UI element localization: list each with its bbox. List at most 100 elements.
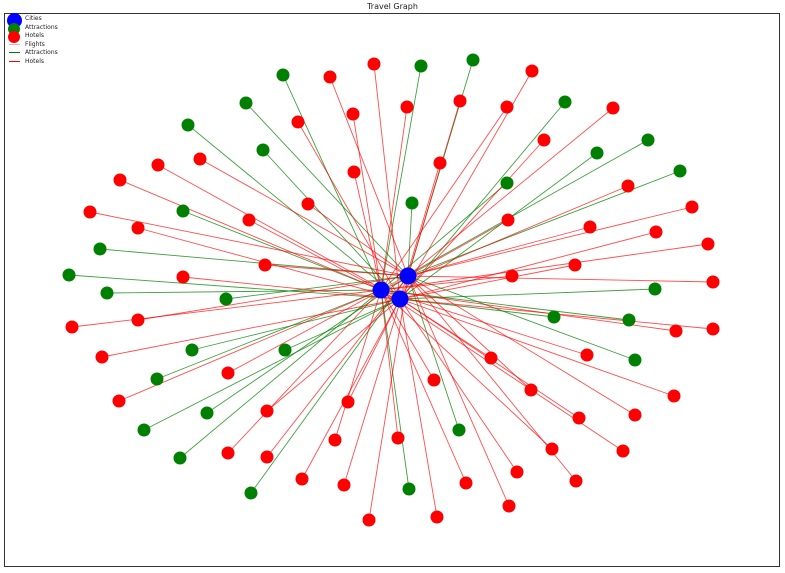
- hotel-edge: [343, 275, 409, 486]
- hotel-edge: [407, 275, 636, 416]
- city-node: [391, 290, 409, 308]
- hotel-node: [701, 237, 715, 251]
- hotel-node: [706, 322, 720, 336]
- hotel-node: [131, 221, 145, 235]
- hotel-node: [669, 324, 683, 338]
- hotel-node: [258, 258, 272, 272]
- attraction-edge: [143, 298, 401, 431]
- hotel-edge: [380, 289, 624, 452]
- hotel-node: [260, 450, 274, 464]
- hotel-edge: [264, 264, 409, 277]
- hotel-node: [176, 270, 190, 284]
- hotel-node: [510, 465, 524, 479]
- hotel-edge: [399, 298, 518, 473]
- city-node: [372, 281, 390, 299]
- attraction-edge: [380, 139, 649, 291]
- hotel-marker-icon: [8, 31, 20, 44]
- hotel-node: [685, 200, 699, 214]
- attraction-node: [558, 95, 572, 109]
- hotel-node: [537, 133, 551, 147]
- hotel-edge: [347, 298, 401, 403]
- hotel-edge: [407, 107, 614, 277]
- hotel-node: [346, 107, 360, 121]
- hotel-edge: [407, 275, 510, 507]
- attraction-edge: [380, 289, 410, 490]
- hotel-node: [502, 499, 516, 513]
- attraction-node: [641, 133, 655, 147]
- attraction-edge: [191, 298, 401, 351]
- hotel-edge: [329, 76, 409, 277]
- hotel-node: [572, 411, 586, 425]
- city-label: Ci: [397, 274, 403, 281]
- attraction-node: [100, 286, 114, 300]
- hotel-node: [347, 165, 361, 179]
- hotel-edge: [89, 211, 409, 277]
- hotel-node: [628, 408, 642, 422]
- hotel-edge: [353, 171, 382, 291]
- attraction-node: [278, 343, 292, 357]
- chart-title: Travel Graph: [367, 2, 418, 11]
- attraction-edge: [250, 275, 409, 494]
- attraction-node: [466, 53, 480, 67]
- legend-label-hotels: Hotels: [25, 32, 45, 40]
- hotel-edge: [399, 298, 492, 359]
- legend-label-attractions: Attractions: [25, 23, 58, 31]
- hotel-node: [391, 431, 405, 445]
- hotel-node: [459, 476, 473, 490]
- hotel-edge: [157, 164, 401, 300]
- hotel-edge: [334, 289, 382, 441]
- hotel-edge: [266, 298, 401, 412]
- legend-label-hotel-edges: Hotels: [25, 57, 45, 65]
- hotel-node: [83, 205, 97, 219]
- hotel-node: [193, 152, 207, 166]
- edge-layer: [68, 59, 714, 521]
- hotel-node: [606, 101, 620, 115]
- flight-edge-line-icon: [9, 43, 20, 45]
- attraction-edge: [399, 152, 598, 300]
- hotel-edge: [399, 298, 438, 518]
- hotel-edge: [137, 275, 409, 321]
- attraction-node: [239, 96, 253, 110]
- hotel-node: [341, 395, 355, 409]
- hotel-node: [430, 510, 444, 524]
- attraction-node: [500, 176, 514, 190]
- attraction-edge: [179, 289, 382, 459]
- attraction-node: [256, 143, 270, 157]
- hotel-edge: [399, 298, 675, 397]
- hotel-node: [242, 213, 256, 227]
- node-layer: [62, 53, 720, 527]
- attraction-node: [628, 353, 642, 367]
- hotel-node: [95, 350, 109, 364]
- hotel-node: [568, 258, 582, 272]
- legend-label-attraction-edges: Attractions: [25, 49, 58, 57]
- hotel-node: [706, 275, 720, 289]
- hotel-edge: [380, 243, 709, 291]
- attraction-edge: [282, 74, 382, 291]
- hotel-node: [260, 404, 274, 418]
- attraction-node: [200, 406, 214, 420]
- hotel-edge: [118, 289, 382, 402]
- hotel-node: [580, 348, 594, 362]
- hotel-node: [113, 173, 127, 187]
- hotel-node: [484, 351, 498, 365]
- hotel-edge: [380, 289, 553, 450]
- attraction-node: [93, 242, 107, 256]
- hotel-node: [524, 383, 538, 397]
- hotel-edge: [307, 203, 409, 277]
- attraction-node: [137, 423, 151, 437]
- hotel-node: [433, 156, 447, 170]
- attraction-edge: [284, 298, 401, 351]
- legend-label-flights: Flights: [25, 40, 45, 48]
- hotel-node: [65, 320, 79, 334]
- plot-frame: [4, 13, 780, 567]
- attraction-node: [62, 268, 76, 282]
- hotel-edge: [407, 275, 714, 283]
- attraction-edge-line-icon: [9, 52, 20, 54]
- attraction-edge: [245, 102, 409, 277]
- hotel-node: [505, 269, 519, 283]
- hotel-edge: [380, 275, 513, 291]
- attraction-node: [673, 164, 687, 178]
- hotel-node: [221, 446, 235, 460]
- attraction-edge: [380, 65, 422, 291]
- hotel-node: [291, 115, 305, 129]
